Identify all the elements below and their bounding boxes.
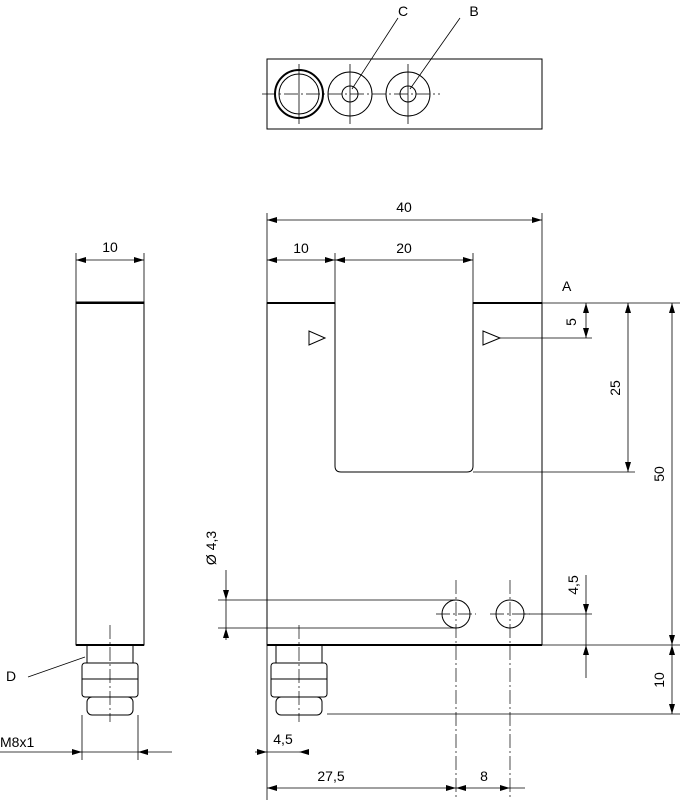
arrow-head: [267, 785, 277, 791]
dim-connector-height: 10: [651, 672, 667, 688]
side-view: 10 M8x1 D: [0, 239, 172, 760]
arrow-head: [223, 628, 229, 638]
arrow-head: [446, 785, 456, 791]
arrow-head: [669, 704, 675, 714]
side-view-body: [75, 301, 145, 646]
arrow-head: [583, 604, 589, 614]
arrow-head: [583, 328, 589, 338]
arrow-head: [223, 590, 229, 600]
arrow-head: [299, 749, 309, 755]
leader-c: [351, 17, 399, 90]
dim-arrow-offset: 5: [563, 318, 579, 326]
dim-total-width: 40: [396, 199, 412, 215]
front-view-body: [266, 302, 543, 646]
arrow-head: [669, 635, 675, 645]
dim-thread: M8x1: [0, 734, 34, 750]
callout-b: B: [469, 3, 478, 19]
mounting-hole-1: [436, 580, 476, 800]
arrow-head: [335, 257, 345, 263]
callout-c: C: [398, 3, 408, 19]
top-view: C B: [262, 3, 543, 130]
arrow-head: [532, 217, 542, 223]
arrow-head: [138, 749, 148, 755]
leader-d: [27, 656, 86, 678]
arrow-head: [456, 785, 466, 791]
arrow-head: [669, 303, 675, 313]
emitter-marker-icon: [308, 330, 327, 346]
side-connector: [81, 625, 139, 722]
dim-left-arm-width: 10: [293, 240, 309, 256]
arrow-head: [463, 257, 473, 263]
receiver-marker-icon: [482, 330, 502, 346]
dim-slot-width: 20: [396, 240, 412, 256]
dim-slot-depth: 25: [607, 380, 623, 396]
arrow-head: [267, 257, 277, 263]
arrow-head: [257, 749, 267, 755]
mounting-hole-2: [490, 580, 530, 800]
arrow-head: [72, 749, 82, 755]
dim-total-height: 50: [651, 466, 667, 482]
front-view: 40 10 20 A 5 25 50: [203, 199, 680, 800]
front-connector: [270, 625, 328, 722]
dim-hole-diameter: Ø 4,3: [203, 531, 219, 565]
callout-a: A: [562, 278, 572, 294]
dim-hole-spacing: 8: [480, 768, 488, 784]
arrow-head: [583, 303, 589, 313]
arrow-head: [500, 785, 510, 791]
dim-hole-offset: 4,5: [565, 575, 581, 595]
dim-connector-offset: 4,5: [273, 731, 293, 747]
arrow-head: [625, 462, 631, 472]
arrow-head: [267, 217, 277, 223]
arrow-head: [625, 303, 631, 313]
leader-b: [409, 17, 461, 90]
dim-side-width: 10: [102, 239, 118, 255]
arrow-head: [76, 257, 86, 263]
callout-d: D: [6, 668, 16, 684]
arrow-head: [583, 645, 589, 655]
arrow-head: [669, 645, 675, 655]
dim-hole1-position: 27,5: [317, 768, 344, 784]
arrow-head: [325, 257, 335, 263]
arrow-head: [134, 257, 144, 263]
